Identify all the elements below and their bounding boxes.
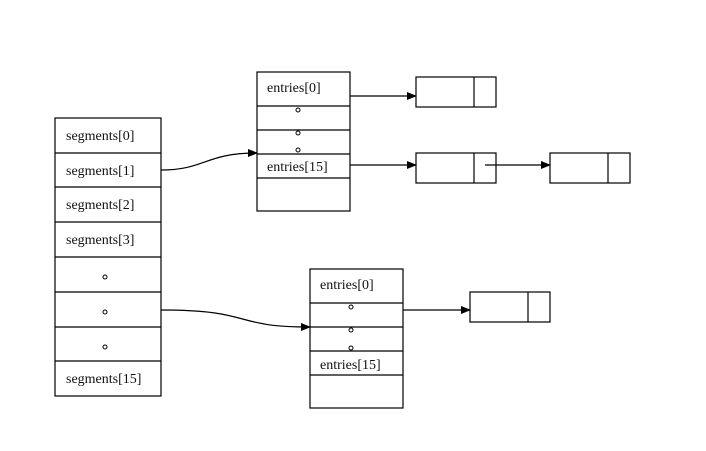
node-b0 — [469, 291, 551, 323]
segment-label-1: segments[1] — [66, 164, 134, 179]
ellipsis-dot — [295, 107, 301, 113]
node-a15-1-border — [415, 152, 497, 184]
segment-label-0: segments[0] — [66, 129, 134, 144]
entries-b-last-label: entries[15] — [320, 358, 381, 373]
arrow-segment-to-table-b — [160, 309, 311, 331]
ellipsis-dot — [102, 309, 108, 315]
segment-label-3: segments[3] — [66, 233, 134, 248]
ellipsis-dot — [295, 147, 301, 153]
node-a15-2-border — [549, 152, 631, 184]
node-a0 — [415, 76, 497, 108]
ellipsis-dot — [102, 344, 108, 350]
node-a15-2 — [549, 152, 631, 184]
ellipsis-dot — [295, 130, 301, 136]
entries-a-last-label: entries[15] — [267, 160, 328, 175]
segments-array: segments[0] segments[1] segments[2] segm… — [54, 117, 162, 397]
ellipsis-dot — [348, 304, 354, 310]
ellipsis-dot — [348, 327, 354, 333]
node-b0-border — [469, 291, 551, 323]
entries-a-first-label: entries[0] — [267, 81, 321, 96]
segment-label-15: segments[15] — [66, 372, 141, 387]
entries-table-b: entries[0] entries[15] — [309, 268, 404, 409]
entries-table-b-border — [309, 268, 404, 409]
segment-label-2: segments[2] — [66, 198, 134, 213]
entries-b-first-label: entries[0] — [320, 278, 374, 293]
arrow-segment1-to-table-a — [160, 149, 258, 171]
entries-table-a-border — [256, 71, 351, 212]
entries-table-a: entries[0] entries[15] — [256, 71, 351, 212]
ellipsis-dot — [348, 345, 354, 351]
node-a15-1 — [415, 152, 497, 184]
ellipsis-dot — [102, 274, 108, 280]
node-a0-border — [415, 76, 497, 108]
